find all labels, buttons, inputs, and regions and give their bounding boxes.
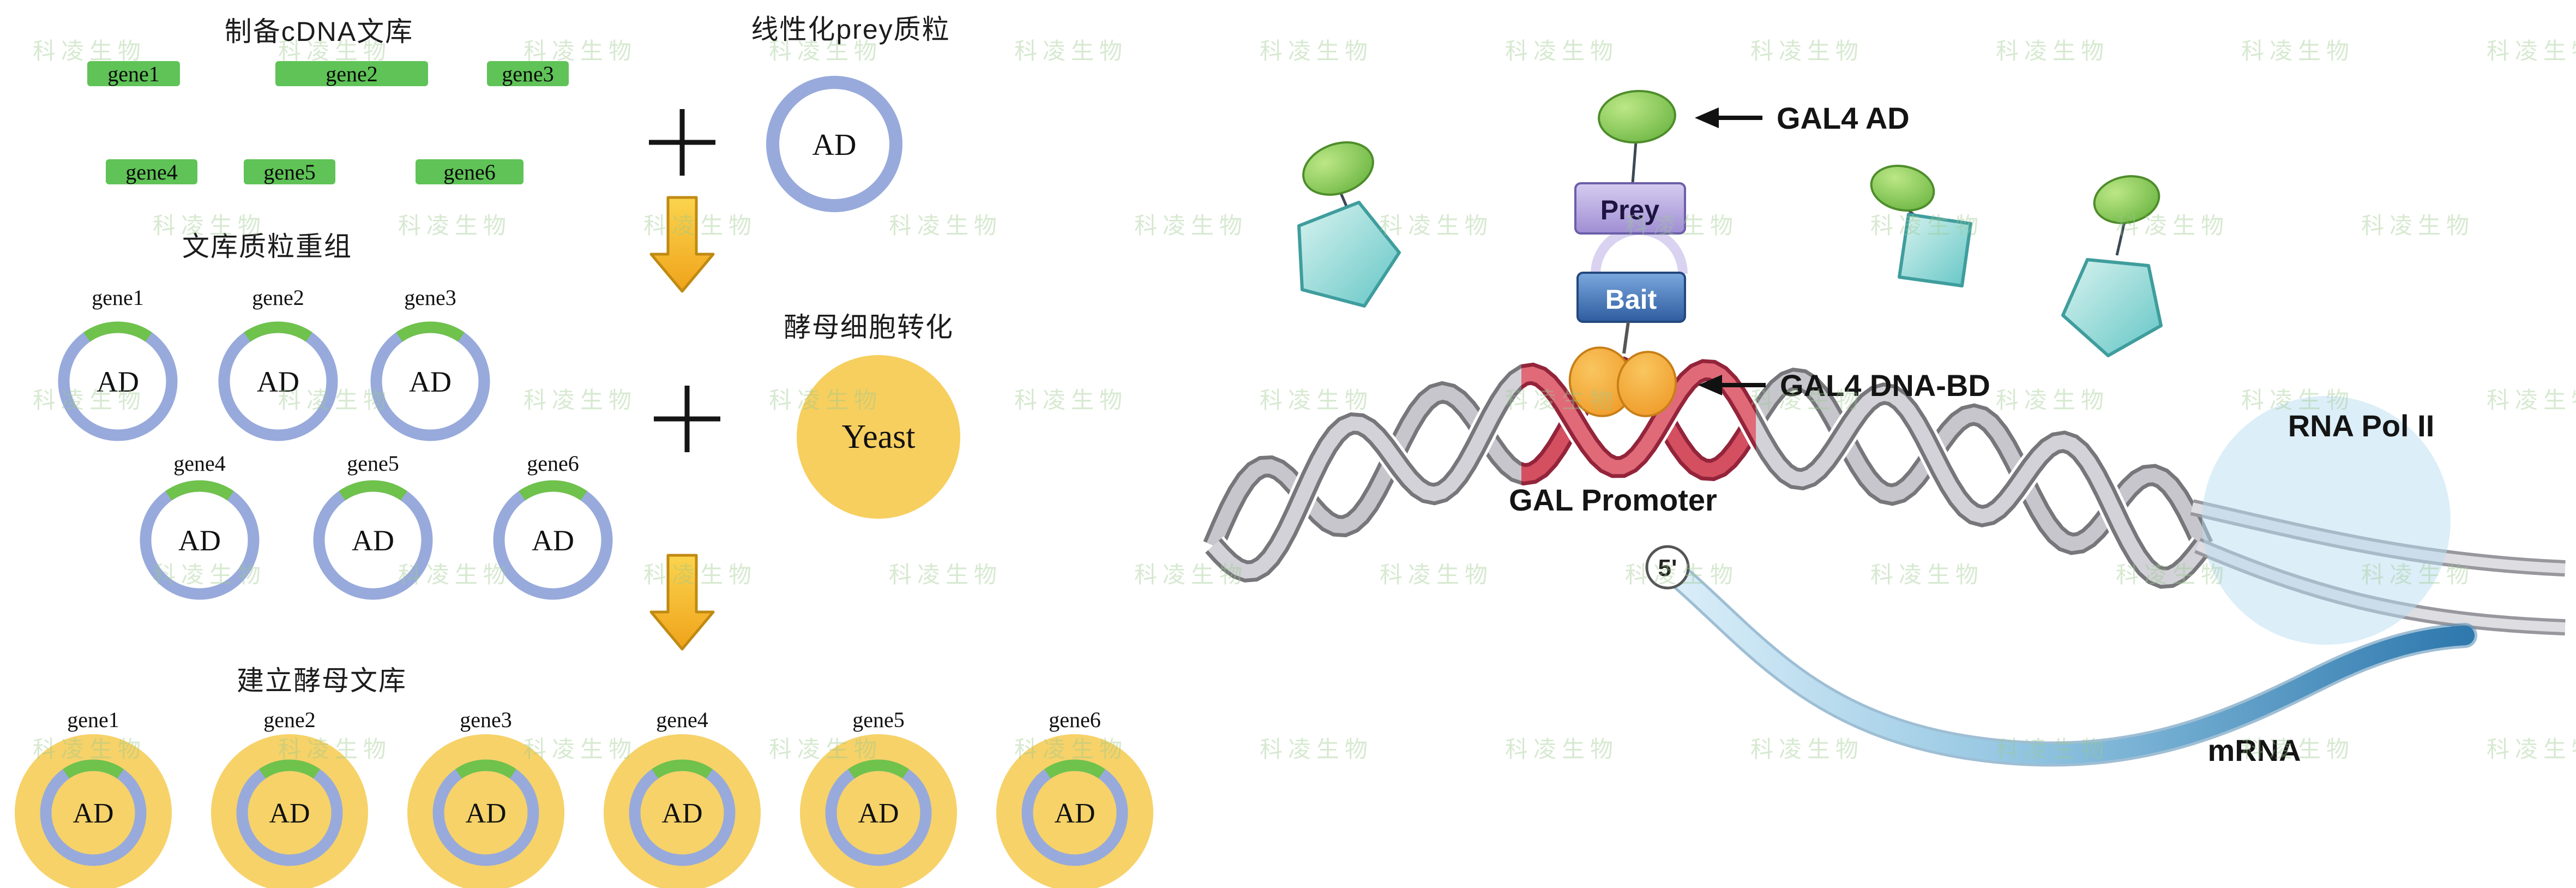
- yeast-cell-label: Yeast: [841, 418, 916, 455]
- ad-label: AD: [269, 798, 310, 829]
- gene-bar-6: gene6: [416, 159, 523, 184]
- plasmid-gene1-label: gene1: [92, 285, 144, 310]
- floating-complex-right: [2061, 175, 2163, 357]
- ad-label: AD: [73, 798, 113, 829]
- left-arrowhead-icon: [1695, 107, 1719, 128]
- ad-label: AD: [352, 524, 394, 557]
- gene-bar-3: gene3: [487, 61, 569, 86]
- yeastlib-gene2-label: gene2: [263, 707, 316, 732]
- ad-plasmid-gene1: AD: [58, 321, 178, 441]
- gene-insert-arc: [259, 759, 320, 779]
- floating-complex-left: [1297, 141, 1401, 308]
- gene-insert-arc: [652, 759, 713, 779]
- gal4-dna-bd-label: GAL4 DNA-BD: [1780, 368, 1990, 403]
- yeastlib-gene4-label: gene4: [656, 707, 708, 732]
- prey-bait-junction-arc: [1591, 225, 1688, 274]
- gene-insert-arc: [165, 480, 234, 501]
- plasmid-gene2-label: gene2: [252, 285, 304, 310]
- gal4-dna-bd-blob: [1616, 351, 1677, 417]
- yeastlib-gene5-label: gene5: [852, 707, 905, 732]
- five-prime-marker: 5': [1645, 545, 1690, 590]
- plasmid-gene4-label: gene4: [173, 451, 226, 476]
- yeast-library-cell-5: AD: [800, 734, 957, 888]
- linearized-prey-title: 线性化prey质粒: [751, 14, 950, 45]
- gal4-ad-label: GAL4 AD: [1777, 101, 1910, 135]
- gene-insert-arc: [519, 480, 587, 501]
- prey-protein-square: [1898, 213, 1972, 287]
- gene-bar-5: gene5: [244, 159, 335, 184]
- bait-prey-assembly: Prey Bait: [1568, 89, 1688, 417]
- yeast-library-cell-1: AD: [15, 734, 172, 888]
- yeast-library-cell-4: AD: [604, 734, 761, 888]
- plasmid-gene5-label: gene5: [347, 451, 399, 476]
- gal4-ad-callout: GAL4 AD: [1695, 101, 1910, 135]
- ad-label: AD: [1054, 798, 1095, 829]
- prey-box-label: Prey: [1600, 195, 1660, 225]
- plasmid-gene6-label: gene6: [527, 451, 579, 476]
- gene-insert-arc: [63, 759, 124, 779]
- prey-protein-pentagon: [1297, 201, 1401, 308]
- mrna-ribbon: [1670, 567, 2477, 767]
- ad-domain-blob: [1302, 141, 1374, 196]
- gene-bar-4: gene4: [106, 159, 197, 184]
- gal4-dna-bd-callout: GAL4 DNA-BD: [1698, 368, 1990, 403]
- yeastlib-gene3-label: gene3: [460, 707, 512, 732]
- yeast-library-title: 建立酵母文库: [237, 665, 407, 696]
- ad-label: AD: [409, 365, 452, 398]
- prey-protein-blob: [2061, 258, 2163, 357]
- ad-label: AD: [812, 128, 857, 162]
- mrna-label: mRNA: [2207, 733, 2301, 767]
- bait-box-label: Bait: [1605, 284, 1657, 315]
- ad-label: AD: [858, 798, 899, 829]
- ad-plasmid-gene4: AD: [140, 480, 260, 600]
- ad-plasmid-gene5: AD: [313, 480, 433, 600]
- prey-box: [1574, 182, 1686, 235]
- ad-label: AD: [661, 798, 702, 829]
- yeastlib-gene1-label: gene1: [67, 707, 119, 732]
- gal-promoter-label: GAL Promoter: [1509, 483, 1717, 517]
- ad-domain-blob: [2093, 175, 2160, 224]
- ad-label: AD: [97, 365, 139, 398]
- ad-label: AD: [178, 524, 221, 557]
- gene-insert-arc: [396, 321, 465, 342]
- gene-bar-2: gene2: [275, 61, 428, 86]
- ad-plasmid-gene3: AD: [370, 321, 490, 441]
- gene-insert-arc: [244, 321, 312, 342]
- gene-insert-arc: [455, 759, 516, 779]
- gal4-ad-blob: [1598, 89, 1676, 144]
- ad-plasmid-gene2: AD: [218, 321, 338, 441]
- ad-label: AD: [532, 524, 574, 557]
- ad-domain-blob: [1870, 165, 1935, 212]
- down-arrow-icon: [649, 196, 715, 293]
- plasmid-gene3-label: gene3: [404, 285, 456, 310]
- left-arrowhead-icon: [1698, 375, 1722, 395]
- rna-pol-ii-label: RNA Pol II: [2288, 409, 2435, 443]
- gene-insert-arc: [1044, 759, 1105, 779]
- plus-icon: [654, 386, 720, 452]
- rna-pol-ii-body: [2202, 396, 2451, 645]
- yeast-library-cell-3: AD: [407, 734, 564, 888]
- recombination-title: 文库质粒重组: [182, 231, 352, 262]
- ad-plasmid-gene6: AD: [493, 480, 613, 600]
- gene-insert-arc: [339, 480, 407, 501]
- floating-complex-middle: [1870, 165, 1972, 287]
- yeastlib-gene6-label: gene6: [1049, 707, 1101, 732]
- ad-label: AD: [465, 798, 506, 829]
- bait-box: [1576, 272, 1686, 323]
- gene-insert-arc: [83, 321, 152, 342]
- ad-label: AD: [257, 365, 299, 398]
- yeast-library-cell-6: AD: [996, 734, 1153, 888]
- plus-icon: [649, 109, 715, 176]
- yeast-library-cell-2: AD: [211, 734, 368, 888]
- five-prime-label: 5': [1658, 555, 1677, 581]
- gene-bar-1: gene1: [87, 61, 180, 86]
- dna-double-helix: [1203, 356, 2214, 592]
- prey-plasmid: AD: [766, 76, 902, 212]
- yeast-transform-title: 酵母细胞转化: [784, 312, 954, 343]
- yeast-cell: Yeast: [797, 355, 960, 519]
- cdna-library-title: 制备cDNA文库: [224, 16, 414, 47]
- down-arrow-icon: [649, 554, 715, 651]
- gene-insert-arc: [848, 759, 909, 779]
